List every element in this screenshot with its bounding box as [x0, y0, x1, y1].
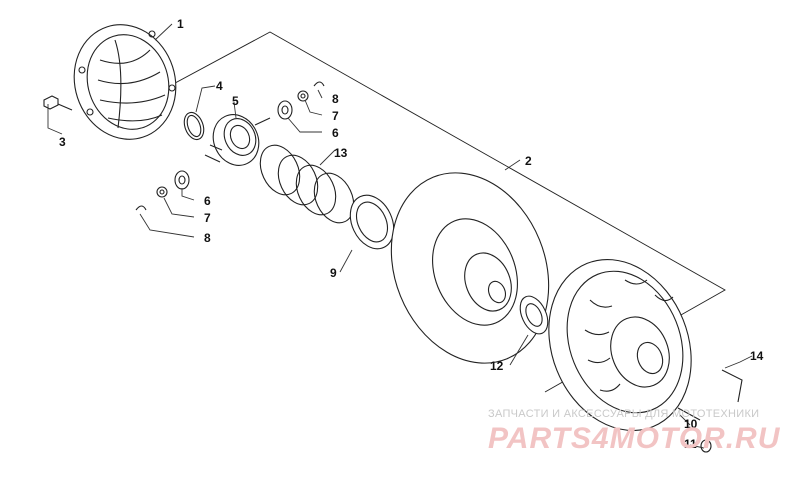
callout-4: 4	[216, 79, 223, 93]
part-14-hex-key	[721, 369, 743, 403]
callout-3: 3	[59, 135, 66, 149]
leader-lines	[47, 23, 753, 449]
callout-7-upper: 7	[332, 109, 339, 123]
part-7-washer-upper	[297, 90, 309, 102]
watermark: ЗАПЧАСТИ И АКСЕССУАРЫ ДЛЯ МОТОТЕХНИКИ PA…	[488, 408, 781, 455]
part-8-clip-upper	[313, 81, 325, 87]
part-7-washer-lower	[156, 186, 168, 198]
callout-6-lower: 6	[204, 194, 211, 208]
part-10-screw	[677, 407, 701, 421]
callouts: 1 2 3 4 5 6 7 8 6 7 8 9 10 11 12 13 14	[59, 17, 764, 451]
callout-14: 14	[750, 349, 764, 363]
part-8-clip-lower	[135, 205, 147, 211]
part-11-nut	[700, 439, 712, 453]
part-13-spring	[259, 144, 355, 224]
part-12-thrust-washer	[519, 295, 549, 335]
part-3-bolt	[43, 95, 73, 111]
watermark-tagline: ЗАПЧАСТИ И АКСЕССУАРЫ ДЛЯ МОТОТЕХНИКИ	[488, 408, 759, 420]
callout-11: 11	[684, 437, 697, 451]
callout-6-upper: 6	[332, 126, 339, 140]
callout-10: 10	[684, 417, 698, 431]
callout-8-upper: 8	[332, 92, 339, 106]
callout-12: 12	[490, 359, 504, 373]
callout-1: 1	[177, 17, 184, 31]
part-5-bearing-assembly	[204, 114, 271, 166]
part-2-fixed-sheave	[390, 172, 550, 364]
part-9-seal-ring	[349, 194, 395, 250]
callout-7-lower: 7	[204, 211, 211, 225]
watermark-brand: PARTS4MOTOR.RU	[488, 422, 781, 455]
part-4-snap-ring	[183, 111, 205, 141]
callout-8-lower: 8	[204, 231, 211, 245]
callout-2: 2	[525, 154, 532, 168]
callout-5: 5	[232, 94, 239, 108]
part-6-roller-lower	[174, 170, 190, 190]
part-movable-sheave	[548, 258, 692, 432]
part-1-clutch-cover	[73, 24, 177, 140]
part-6-roller-upper	[277, 100, 293, 120]
callout-9: 9	[330, 266, 337, 280]
callout-13: 13	[334, 146, 348, 160]
